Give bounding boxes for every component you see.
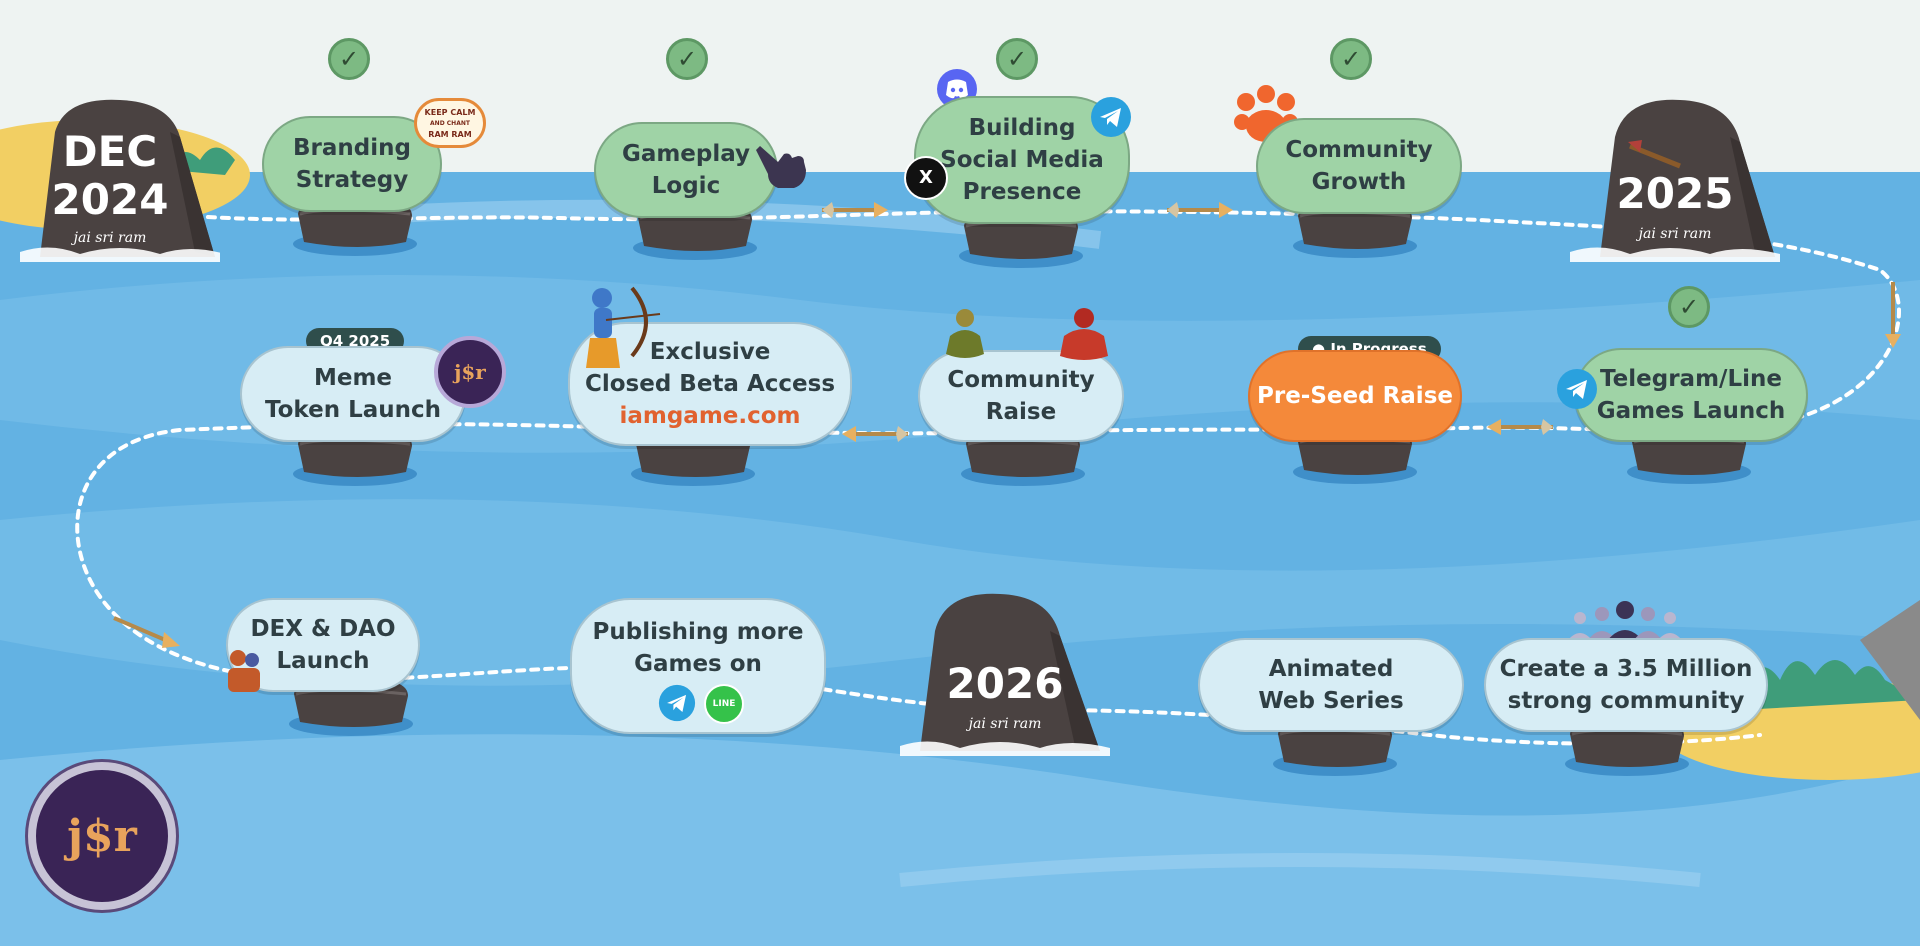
arrow-icon	[1885, 282, 1901, 348]
beta-line1: Exclusive	[649, 339, 771, 365]
telegram-icon	[1091, 97, 1131, 137]
x-icon: X	[904, 156, 948, 200]
meditating-crowd-icon	[1568, 601, 1682, 642]
meditating-figure-icon	[946, 309, 984, 358]
telegram-icon	[1557, 369, 1597, 409]
meme-line1: Meme	[313, 365, 393, 391]
dex-line1: DEX & DAO	[250, 616, 396, 642]
node-gameplay-logic[interactable]: Gameplay Logic	[594, 122, 778, 218]
tagline-2024: jai sri ram	[73, 230, 147, 246]
arrow-icon	[822, 202, 888, 218]
node-branding-strategy[interactable]: Branding Strategy	[262, 116, 442, 212]
publishing-line1: Publishing more	[592, 619, 804, 645]
node-community-raise[interactable]: Community Raise	[918, 350, 1124, 442]
jsr-token-icon: j$r	[434, 336, 506, 408]
tagline-2025: jai sri ram	[1638, 226, 1712, 242]
publishing-line2: Games on	[634, 651, 762, 677]
node-publishing-games[interactable]: Publishing more Games on	[570, 598, 826, 734]
tagline-2026: jai sri ram	[968, 716, 1042, 732]
community-raise-line1: Community	[947, 367, 1095, 393]
preseed-label: Pre-Seed Raise	[1257, 383, 1453, 409]
arrow-icon	[1487, 419, 1553, 435]
line-icon[interactable]: LINE	[704, 684, 744, 724]
arrow-icon	[1167, 202, 1233, 218]
keep-calm-sticker: KEEP CALM AND CHANT RAM RAM	[414, 98, 486, 148]
keep-calm-line2: AND CHANT	[430, 120, 470, 127]
jsr-logo[interactable]: j$r	[28, 762, 176, 910]
community-growth-line1: Community	[1285, 137, 1433, 163]
hug-figure-icon	[228, 650, 260, 692]
web-series-line2: Web Series	[1258, 688, 1404, 714]
dex-line2: Launch	[276, 648, 370, 674]
arrow-icon	[1628, 140, 1681, 169]
year-2025-label: 2025	[1616, 169, 1734, 218]
keep-calm-line3: RAM RAM	[428, 130, 472, 139]
arrow-icon	[113, 616, 180, 648]
community-growth-line2: Growth	[1311, 169, 1407, 195]
web-series-line1: Animated	[1268, 656, 1394, 682]
gameplay-line1: Gameplay	[621, 141, 751, 167]
branding-line2: Strategy	[295, 167, 409, 193]
telegram-line1: Telegram/Line	[1600, 366, 1782, 392]
keep-calm-line1: KEEP CALM	[424, 108, 476, 117]
node-community-growth[interactable]: Community Growth	[1256, 118, 1462, 214]
node-community-goal[interactable]: Create a 3.5 Million strong community	[1484, 638, 1768, 732]
beta-line2: Closed Beta Access	[584, 371, 836, 397]
check-icon: ✓	[1330, 38, 1372, 80]
beta-link[interactable]: iamgame.com	[619, 403, 801, 429]
community-goal-line1: Create a 3.5 Million	[1499, 656, 1753, 682]
node-pre-seed-raise[interactable]: Pre-Seed Raise	[1248, 350, 1462, 442]
check-icon: ✓	[996, 38, 1038, 80]
check-icon: ✓	[328, 38, 370, 80]
node-meme-token-launch[interactable]: Meme Token Launch	[240, 346, 466, 442]
rock-2026	[900, 593, 1110, 756]
dec-label: DEC	[62, 127, 158, 176]
rock-2025	[1570, 99, 1780, 262]
branding-line1: Branding	[293, 135, 411, 161]
check-icon: ✓	[1668, 286, 1710, 328]
telegram-line2: Games Launch	[1596, 398, 1786, 424]
node-animated-web-series[interactable]: Animated Web Series	[1198, 638, 1464, 732]
node-social-media[interactable]: Building Social Media Presence	[914, 96, 1130, 224]
demon-figure-icon	[1060, 308, 1108, 360]
community-goal-line2: strong community	[1507, 688, 1745, 714]
social-line1: Building	[968, 115, 1076, 141]
rock-dec2024	[20, 99, 220, 262]
arrow-icon	[842, 426, 908, 442]
community-raise-line2: Raise	[985, 399, 1057, 425]
year-2024-label: 2024	[51, 175, 169, 224]
social-line2: Social Media	[940, 147, 1104, 173]
gameplay-line2: Logic	[651, 173, 721, 199]
year-2026-label: 2026	[946, 659, 1064, 708]
social-line3: Presence	[962, 179, 1082, 205]
hand-pointer-icon	[756, 146, 806, 188]
node-telegram-line-launch[interactable]: Telegram/Line Games Launch	[1574, 348, 1808, 442]
node-closed-beta[interactable]: Exclusive Closed Beta Access iamgame.com	[568, 322, 852, 446]
telegram-icon[interactable]	[658, 684, 696, 722]
meme-line2: Token Launch	[264, 397, 442, 423]
check-icon: ✓	[666, 38, 708, 80]
archer-figure-icon	[586, 286, 661, 368]
